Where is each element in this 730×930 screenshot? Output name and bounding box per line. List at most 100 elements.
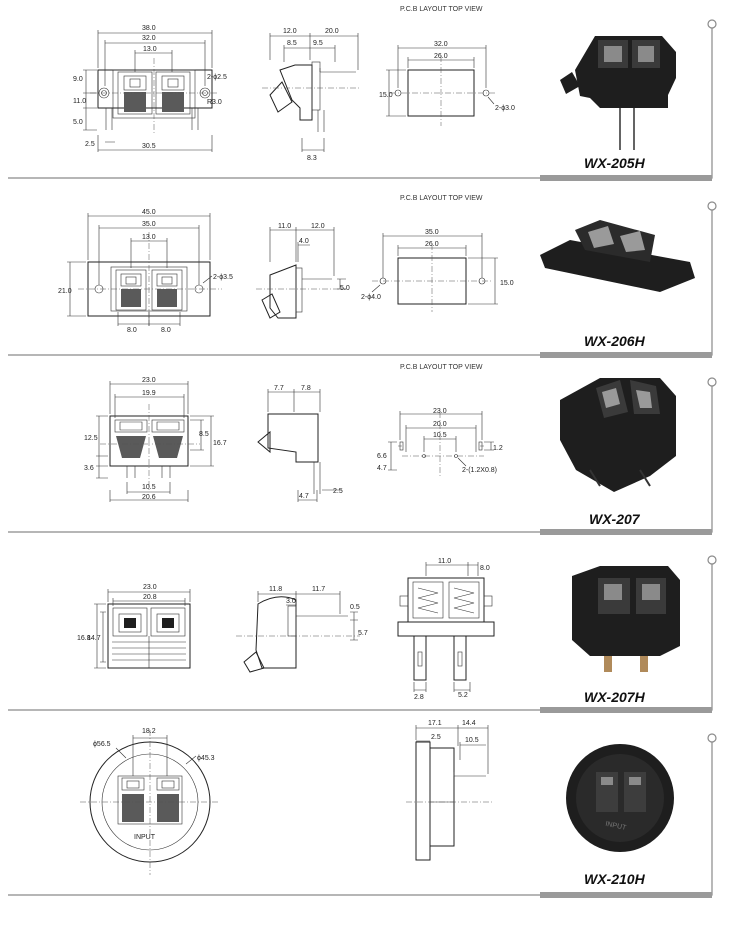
- product-photo-wx-206h: [540, 220, 695, 292]
- pcb-dim-7: 2-(1.2X0.8): [462, 467, 497, 474]
- pcb-dim-3: 2.8: [414, 694, 424, 701]
- front-dim-5: 16.7: [213, 440, 227, 447]
- pcb-dim-3: 10.5: [433, 432, 447, 439]
- front-dim-2: 18.2: [142, 728, 156, 735]
- pcb-dim-6: 1.2: [493, 445, 503, 452]
- model-name: WX-207: [589, 511, 641, 527]
- front-dim-8: 20.6: [142, 494, 156, 501]
- front-dim-3: 12.5: [84, 435, 98, 442]
- section-wx-210h: ϕ56.5 18.2 ϕ45.3 INPUT 17.1 14.4 2.5 10.…: [80, 720, 674, 887]
- pcb-dim-5: 4.7: [377, 465, 387, 472]
- pcb-dim-1: 23.0: [433, 408, 447, 415]
- side-dim-3: 4.7: [299, 493, 309, 500]
- pcb-dim-1: 11.0: [438, 558, 451, 565]
- front-dim-7: 10.5: [142, 484, 156, 491]
- side-dim-4: 2.5: [333, 488, 343, 495]
- front-dim-9: 2-ϕ2.5: [207, 74, 227, 81]
- pcb-dim-1: 35.0: [425, 229, 439, 236]
- front-dim-3: 16.8: [77, 635, 91, 642]
- input-label: INPUT: [134, 834, 156, 841]
- section-wx-206h: 45.0 35.0 13.0 21.0 2-ϕ3.5 8.0 8.0 11.0 …: [58, 195, 695, 349]
- front-dim-1: 45.0: [142, 209, 156, 216]
- pcb-dim-4: 2-ϕ4.0: [361, 294, 381, 301]
- front-dim-3: 13.0: [143, 46, 157, 53]
- pcb-dim-4: 5.2: [458, 692, 468, 699]
- side-dim-1: 17.1: [428, 720, 442, 727]
- front-dim-4: 9.0: [73, 76, 83, 83]
- pcb-layout-drawing: [388, 411, 494, 476]
- pcb-dim-2: 20.0: [433, 421, 447, 428]
- section-wx-207h: 23.0 20.8 16.8 14.7 11.8 11.7 3.0 0.5 5.…: [77, 558, 680, 705]
- side-dim-3: 8.5: [287, 40, 297, 47]
- side-dim-3: 4.0: [299, 238, 309, 245]
- front-dim-4: 14.7: [87, 635, 101, 642]
- side-dim-4: 10.5: [465, 737, 479, 744]
- side-dim-2: 14.4: [462, 720, 476, 727]
- front-dim-1: 23.0: [142, 377, 156, 384]
- front-dim-5: 2-ϕ3.5: [213, 274, 233, 281]
- model-name: WX-205H: [584, 155, 646, 171]
- pcb-dim-2: 26.0: [425, 241, 439, 248]
- pcb-layout-header: P.C.B LAYOUT TOP VIEW: [400, 195, 483, 202]
- side-dim-2: 20.0: [325, 28, 339, 35]
- side-dim-3: 2.5: [431, 734, 441, 741]
- pcb-dim-2: 8.0: [480, 565, 490, 572]
- side-view-drawing: [262, 33, 360, 152]
- pcb-layout-drawing: [397, 562, 495, 692]
- pcb-layout-header: P.C.B LAYOUT TOP VIEW: [400, 6, 483, 13]
- front-dim-6: 8.0: [127, 327, 137, 334]
- model-name: WX-206H: [584, 333, 646, 349]
- pcb-layout-drawing: [371, 233, 498, 312]
- front-dim-4: 8.5: [199, 431, 209, 438]
- front-dim-6: 5.0: [73, 119, 83, 126]
- front-dim-7: 8.0: [161, 327, 171, 334]
- front-dim-5: 11.0: [73, 98, 86, 105]
- front-dim-3: 13.0: [142, 234, 156, 241]
- side-dim-2: 11.7: [312, 586, 325, 593]
- front-dim-7: 2.5: [85, 141, 95, 148]
- front-dim-6: 3.6: [84, 465, 94, 472]
- front-view-drawing: [96, 381, 214, 502]
- side-dim-4: 9.5: [313, 40, 323, 47]
- side-dim-3: 3.0: [286, 598, 296, 605]
- side-dim-1: 12.0: [283, 28, 297, 35]
- side-dim-4: 0.5: [350, 604, 360, 611]
- side-view-drawing: [236, 591, 360, 673]
- pcb-layout-drawing: [386, 45, 495, 126]
- front-dim-2: 35.0: [142, 221, 156, 228]
- front-dim-1: 23.0: [143, 584, 157, 591]
- front-dim-3: ϕ45.3: [197, 755, 215, 762]
- front-dim-2: 20.8: [143, 594, 157, 601]
- side-dim-1: 11.0: [278, 223, 291, 230]
- section-wx-207: 23.0 19.9 12.5 8.5 16.7 3.6 10.5 20.6 7.…: [84, 364, 676, 527]
- product-photo-wx-205h: [560, 36, 676, 150]
- side-dim-1: 7.7: [274, 385, 284, 392]
- model-name: WX-210H: [584, 871, 646, 887]
- front-dim-1: ϕ56.5: [93, 741, 111, 748]
- front-view-drawing: [80, 730, 220, 875]
- front-dim-1: 38.0: [142, 25, 156, 32]
- pcb-dim-4: 2-ϕ3.0: [495, 105, 515, 112]
- product-photo-wx-207h: [572, 566, 680, 672]
- side-dim-1: 11.8: [269, 586, 282, 593]
- side-dim-2: 7.8: [301, 385, 311, 392]
- section-frames: [8, 19, 717, 898]
- product-photo-wx-207: [560, 378, 676, 492]
- side-dim-5: 5.7: [358, 630, 368, 637]
- side-view-drawing: [256, 227, 346, 319]
- side-dim-2: 12.0: [311, 223, 325, 230]
- front-dim-2: 32.0: [142, 35, 156, 42]
- pcb-dim-3: 15.0: [379, 92, 393, 99]
- product-photo-wx-210h: INPUT: [566, 744, 674, 852]
- front-dim-8: 30.5: [142, 143, 156, 150]
- front-dim-4: 21.0: [58, 288, 72, 295]
- pcb-dim-4: 6.6: [377, 453, 387, 460]
- front-dim-2: 19.9: [142, 390, 156, 397]
- side-dim-5: 8.3: [307, 155, 317, 162]
- front-view-drawing: [94, 589, 191, 669]
- front-view-drawing: [67, 213, 222, 328]
- pcb-dim-2: 26.0: [434, 53, 448, 60]
- side-view-drawing: [406, 725, 494, 861]
- pcb-layout-header: P.C.B LAYOUT TOP VIEW: [400, 364, 483, 371]
